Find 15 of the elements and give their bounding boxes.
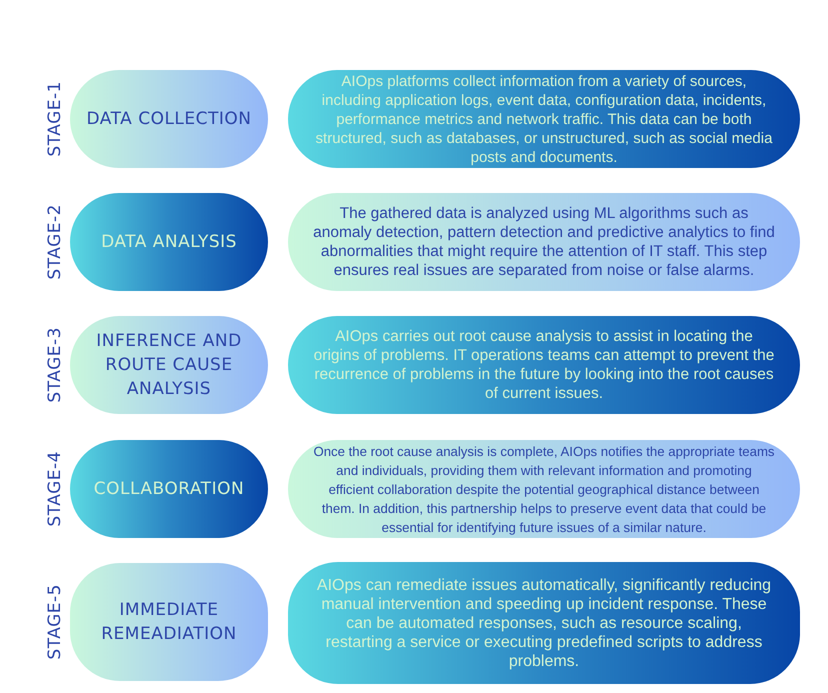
stage-label: STAGE-1 — [45, 81, 65, 157]
description-text: AIOps platforms collect information from a variety of sources, including application logs, event data, configuration data, incidents, performance metrics and network traffic. This data can be both structured, such as databases, or unstructured, such as social media posts and documents. — [314, 72, 774, 166]
stage-label: STAGE-3 — [45, 327, 65, 403]
stage-label: STAGE-5 — [45, 584, 65, 660]
stage-title: COLLABORATION — [94, 478, 244, 501]
stage-label: STAGE-4 — [45, 451, 65, 527]
description-text: The gathered data is analyzed using ML algorithms such as anomaly detection, pattern detection and predictive analytics to find abnormalities that might require the attention of IT staff. This step ensures real issues are separated from noise or false alarms. — [312, 204, 776, 280]
stage-title: DATA COLLECTION — [86, 108, 252, 131]
stage-label: STAGE-2 — [45, 204, 65, 280]
stage-title: IMMEDIATE REMEADIATION — [100, 599, 238, 646]
stage-title: DATA ANALYSIS — [101, 231, 237, 254]
description-text: AIOps can remediate issues automatically, significantly reducing manual intervention and speeding up incident response. These can be automated responses, such as resource scaling, restarting a service or executing predefined scripts to address problems. — [316, 576, 772, 670]
stage-title: INFERENCE AND ROUTE CAUSE ANALYSIS — [95, 330, 243, 401]
description-text: Once the root cause analysis is complete, AIOps notifies the appropriate teams and individuals, providing them with relevant information and promoting efficient collaboration despite the potential geographical distance between them. In addition, this partnership helps to preserve event data that could be essential for identifying future issues of a similar nature. — [312, 442, 776, 536]
description-text: AIOps carries out root cause analysis to assist in locating the origins of problems. IT operations teams can attempt to prevent the recurrence of problems in the future by looking into the root causes of current issues. — [312, 327, 776, 403]
